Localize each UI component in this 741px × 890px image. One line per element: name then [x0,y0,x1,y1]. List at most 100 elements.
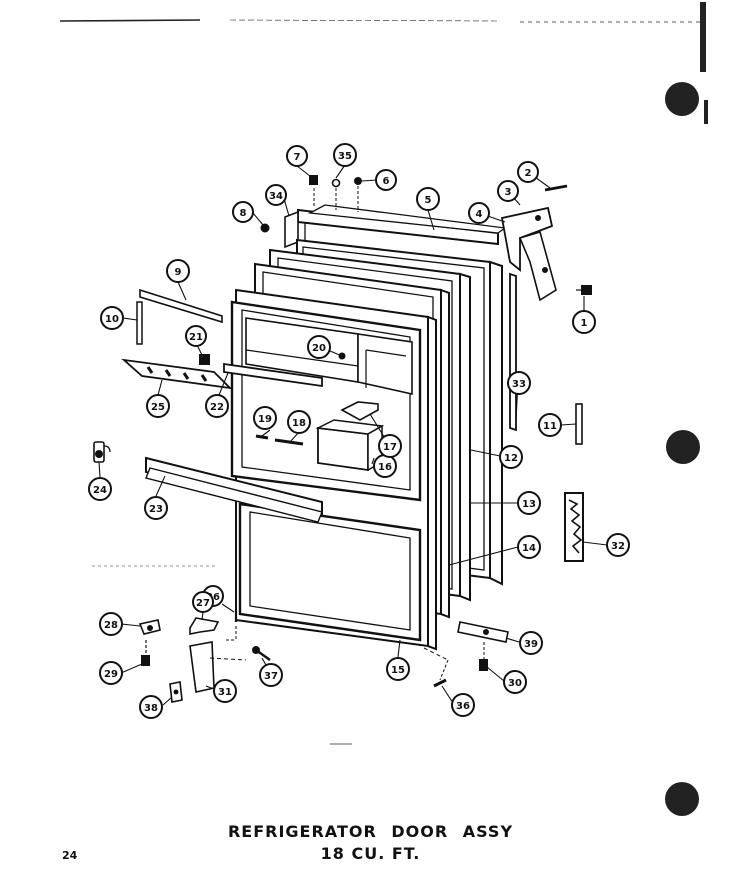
svg-text:36: 36 [456,701,470,712]
svg-text:10: 10 [105,314,119,325]
svg-text:39: 39 [524,639,538,650]
callout-12: 12 [499,445,523,469]
svg-text:21: 21 [189,332,203,343]
svg-text:28: 28 [104,620,118,631]
svg-text:37: 37 [264,671,278,682]
svg-text:30: 30 [508,678,522,689]
callout-39: 39 [519,631,543,655]
svg-text:22: 22 [210,402,224,413]
callout-15: 15 [386,657,410,681]
svg-text:34: 34 [269,191,283,202]
svg-text:23: 23 [149,504,163,515]
part-side-strip [136,301,143,345]
svg-text:27: 27 [196,598,210,609]
page-number: 24 [62,849,78,862]
callout-4: 4 [468,202,490,224]
svg-text:29: 29 [104,669,118,680]
callout-19: 19 [253,406,277,430]
svg-text:14: 14 [522,543,536,554]
callout-33: 33 [507,371,531,395]
svg-text:20: 20 [312,343,326,354]
svg-text:12: 12 [504,453,518,464]
callout-2: 2 [517,161,539,183]
callout-30: 30 [503,670,527,694]
binder-hole-middle [666,430,700,464]
part-screw [260,223,270,233]
svg-text:35: 35 [338,151,352,162]
svg-text:11: 11 [543,421,557,432]
callout-8: 8 [232,201,254,223]
diagram-title: REFRIGERATOR DOOR ASSY [227,822,514,841]
callout-10: 10 [100,306,124,330]
svg-text:24: 24 [93,485,107,496]
callout-14: 14 [517,535,541,559]
part-shelf-bracket [121,358,233,390]
svg-text:2: 2 [525,168,532,179]
callout-34: 34 [265,184,287,206]
svg-text:9: 9 [175,267,182,278]
part-door-magnet [564,492,584,562]
part-clip [199,354,210,365]
callout-37: 37 [259,663,283,687]
svg-text:7: 7 [294,152,301,163]
callout-16: 16 [373,454,397,478]
svg-text:4: 4 [476,209,483,220]
svg-text:3: 3 [505,187,512,198]
part-lower-shelf-bar [145,456,323,523]
callout-32: 32 [606,533,630,557]
svg-text:25: 25 [151,402,165,413]
callout-24: 24 [88,477,112,501]
callout-9: 9 [166,259,190,283]
part-top-hinge [500,184,592,302]
callout-31: 31 [213,679,237,703]
svg-text:6: 6 [383,176,390,187]
diagram-subtitle: 18 CU. FT. [320,844,421,863]
callout-29: 29 [99,661,123,685]
callout-22: 22 [205,394,229,418]
scan-artifacts [59,2,708,816]
callout-6: 6 [375,169,397,191]
callout-3: 3 [497,180,519,202]
part-compartment-lid [340,401,379,421]
callouts: 1 2 3 4 5 6 7 8 9 10 11 12 13 14 15 16 1… [88,143,630,719]
svg-text:38: 38 [144,703,158,714]
svg-text:16: 16 [378,462,392,473]
svg-text:33: 33 [512,379,526,390]
callout-13: 13 [517,491,541,515]
svg-text:18: 18 [292,418,306,429]
part-top-strip [139,288,223,324]
callout-38: 38 [139,695,163,719]
svg-text:15: 15 [391,665,405,676]
callout-20: 20 [307,335,331,359]
svg-text:31: 31 [218,687,232,698]
svg-text:1: 1 [581,318,588,329]
binder-hole-bottom [665,782,699,816]
part-shelf-bar [223,362,323,388]
callout-5: 5 [416,187,440,211]
callout-11: 11 [538,413,562,437]
part-top-screws [309,175,362,212]
door-parts [93,175,592,703]
part-pin-left [255,434,269,440]
callout-18: 18 [287,410,311,434]
callout-21: 21 [185,325,207,347]
svg-text:13: 13 [522,499,536,510]
svg-text:32: 32 [611,541,625,552]
part-pin-right [274,438,304,446]
svg-text:8: 8 [240,208,247,219]
part-inner-door-liner [230,288,437,651]
callout-28: 28 [99,612,123,636]
callout-17: 17 [378,434,402,458]
callout-36: 36 [451,693,475,717]
svg-text:19: 19 [258,414,272,425]
part-bottom-hinge-pieces [138,610,509,703]
svg-text:5: 5 [425,195,432,206]
callout-35: 35 [333,143,357,167]
part-handle-clip [93,441,111,463]
callout-23: 23 [144,496,168,520]
callout-7: 7 [286,145,308,167]
part-vertical-strip [509,272,517,432]
part-small-strip [575,403,583,445]
callout-1: 1 [572,310,596,334]
